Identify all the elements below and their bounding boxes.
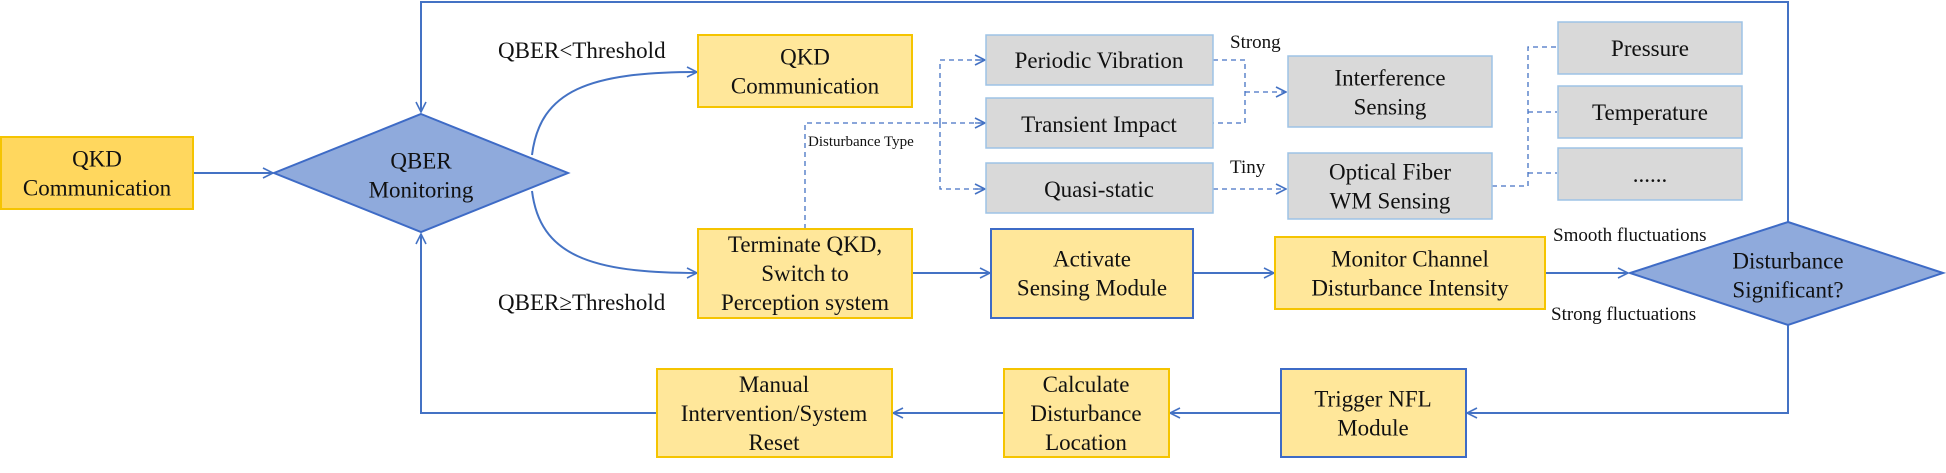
label-tiny: Tiny <box>1230 157 1266 178</box>
node-text-line: Perception system <box>721 290 889 315</box>
node-text-line: Sensing <box>1354 95 1427 120</box>
node-periodic-vibration[interactable]: Periodic Vibration <box>985 34 1214 86</box>
node-text-line: Trigger NFL <box>1314 387 1431 412</box>
dashed-connectors <box>804 46 1557 229</box>
node-text-line: Switch to <box>761 261 849 286</box>
edge-manual-loop-bottom <box>421 234 656 414</box>
node-text-line: Location <box>1045 430 1127 455</box>
node-text: Periodic Vibration <box>1015 48 1184 73</box>
label-qber-low: QBER<Threshold <box>498 38 666 63</box>
node-text: Temperature <box>1592 100 1708 125</box>
node-text: Pressure <box>1611 36 1689 61</box>
node-text-line: Calculate <box>1043 372 1130 397</box>
node-text-line: Module <box>1337 416 1409 441</box>
node-pressure[interactable]: Pressure <box>1557 21 1743 75</box>
node-text-line: ...... <box>1633 162 1668 187</box>
node-text-line: Transient Impact <box>1021 112 1177 137</box>
solid-connectors <box>194 1 1789 414</box>
node-text-line: Communication <box>731 74 880 99</box>
node-text-line: QKD <box>72 147 122 172</box>
node-text: QKD Communication <box>23 147 172 201</box>
node-text-line: Terminate QKD, <box>728 232 882 257</box>
node-text-line: QBER <box>390 149 452 174</box>
node-text: Transient Impact <box>1021 112 1177 137</box>
node-text: QBER Monitoring <box>369 149 474 203</box>
node-text-line: Monitoring <box>369 178 474 203</box>
label-qber-high: QBER≥Threshold <box>498 290 666 315</box>
node-text-line: Manual <box>739 372 809 397</box>
node-more[interactable]: ...... <box>1557 147 1743 201</box>
node-qkd-start[interactable]: QKD Communication <box>0 136 194 210</box>
edge-decision-to-trigger <box>1467 324 1789 413</box>
node-text-line: Quasi-static <box>1044 177 1154 202</box>
edge-periodic-to-interference <box>1213 59 1246 124</box>
node-text-line: Monitor Channel <box>1331 247 1489 272</box>
edge-branch-to-quasi <box>939 123 985 190</box>
node-text: Quasi-static <box>1044 177 1154 202</box>
node-terminate-qkd[interactable]: Terminate QKD, Switch to Perception system <box>697 228 913 319</box>
node-transient-impact[interactable]: Transient Impact <box>985 97 1214 149</box>
node-text: Optical Fiber WM Sensing <box>1329 160 1451 214</box>
node-text-line: Intervention/System <box>681 401 868 426</box>
node-text-line: Disturbance <box>1732 249 1843 274</box>
edge-qber-to-qkd-continue <box>531 72 697 156</box>
edge-terminate-disturbance-type <box>804 122 985 229</box>
node-text-line: Activate <box>1053 247 1131 272</box>
node-optical-fiber-wm[interactable]: Optical Fiber WM Sensing <box>1287 152 1493 220</box>
label-smooth-fluctuations: Smooth fluctuations <box>1553 225 1707 246</box>
node-text: ...... <box>1633 162 1668 187</box>
node-trigger-nfl[interactable]: Trigger NFL Module <box>1280 368 1467 458</box>
node-text: Terminate QKD, Switch to Perception system <box>721 232 889 315</box>
node-text: Trigger NFL Module <box>1314 387 1431 441</box>
edge-branch-to-periodic <box>939 59 985 123</box>
node-text-line: Disturbance Intensity <box>1311 276 1509 301</box>
label-disturbance-type: Disturbance Type <box>808 134 914 150</box>
node-qkd-continue[interactable]: QKD Communication <box>697 34 913 108</box>
node-text-line: QKD <box>780 45 830 70</box>
node-text-line: WM Sensing <box>1330 189 1451 214</box>
edge-wm-to-outputs <box>1492 46 1557 187</box>
node-text-line: Sensing Module <box>1017 276 1167 301</box>
label-strong-fluctuations: Strong fluctuations <box>1551 304 1696 325</box>
node-text: QKD Communication <box>731 45 880 99</box>
node-qber-monitoring[interactable]: QBER Monitoring <box>271 112 571 234</box>
edge-qber-to-terminate <box>531 190 697 273</box>
node-text-line: Disturbance <box>1030 401 1141 426</box>
node-text-line: Temperature <box>1592 100 1708 125</box>
node-temperature[interactable]: Temperature <box>1557 85 1743 139</box>
label-strong: Strong <box>1230 32 1281 53</box>
node-text-line: Periodic Vibration <box>1015 48 1184 73</box>
node-quasi-static[interactable]: Quasi-static <box>985 162 1214 214</box>
node-text-line: Optical Fiber <box>1329 160 1451 185</box>
node-text-line: Communication <box>23 176 172 201</box>
node-text-line: Significant? <box>1732 278 1843 303</box>
node-text-line: Pressure <box>1611 36 1689 61</box>
edge-decision-smooth-loop-top <box>421 1 1789 224</box>
node-text-line: Interference <box>1334 66 1445 91</box>
node-text-line: Reset <box>748 430 800 455</box>
